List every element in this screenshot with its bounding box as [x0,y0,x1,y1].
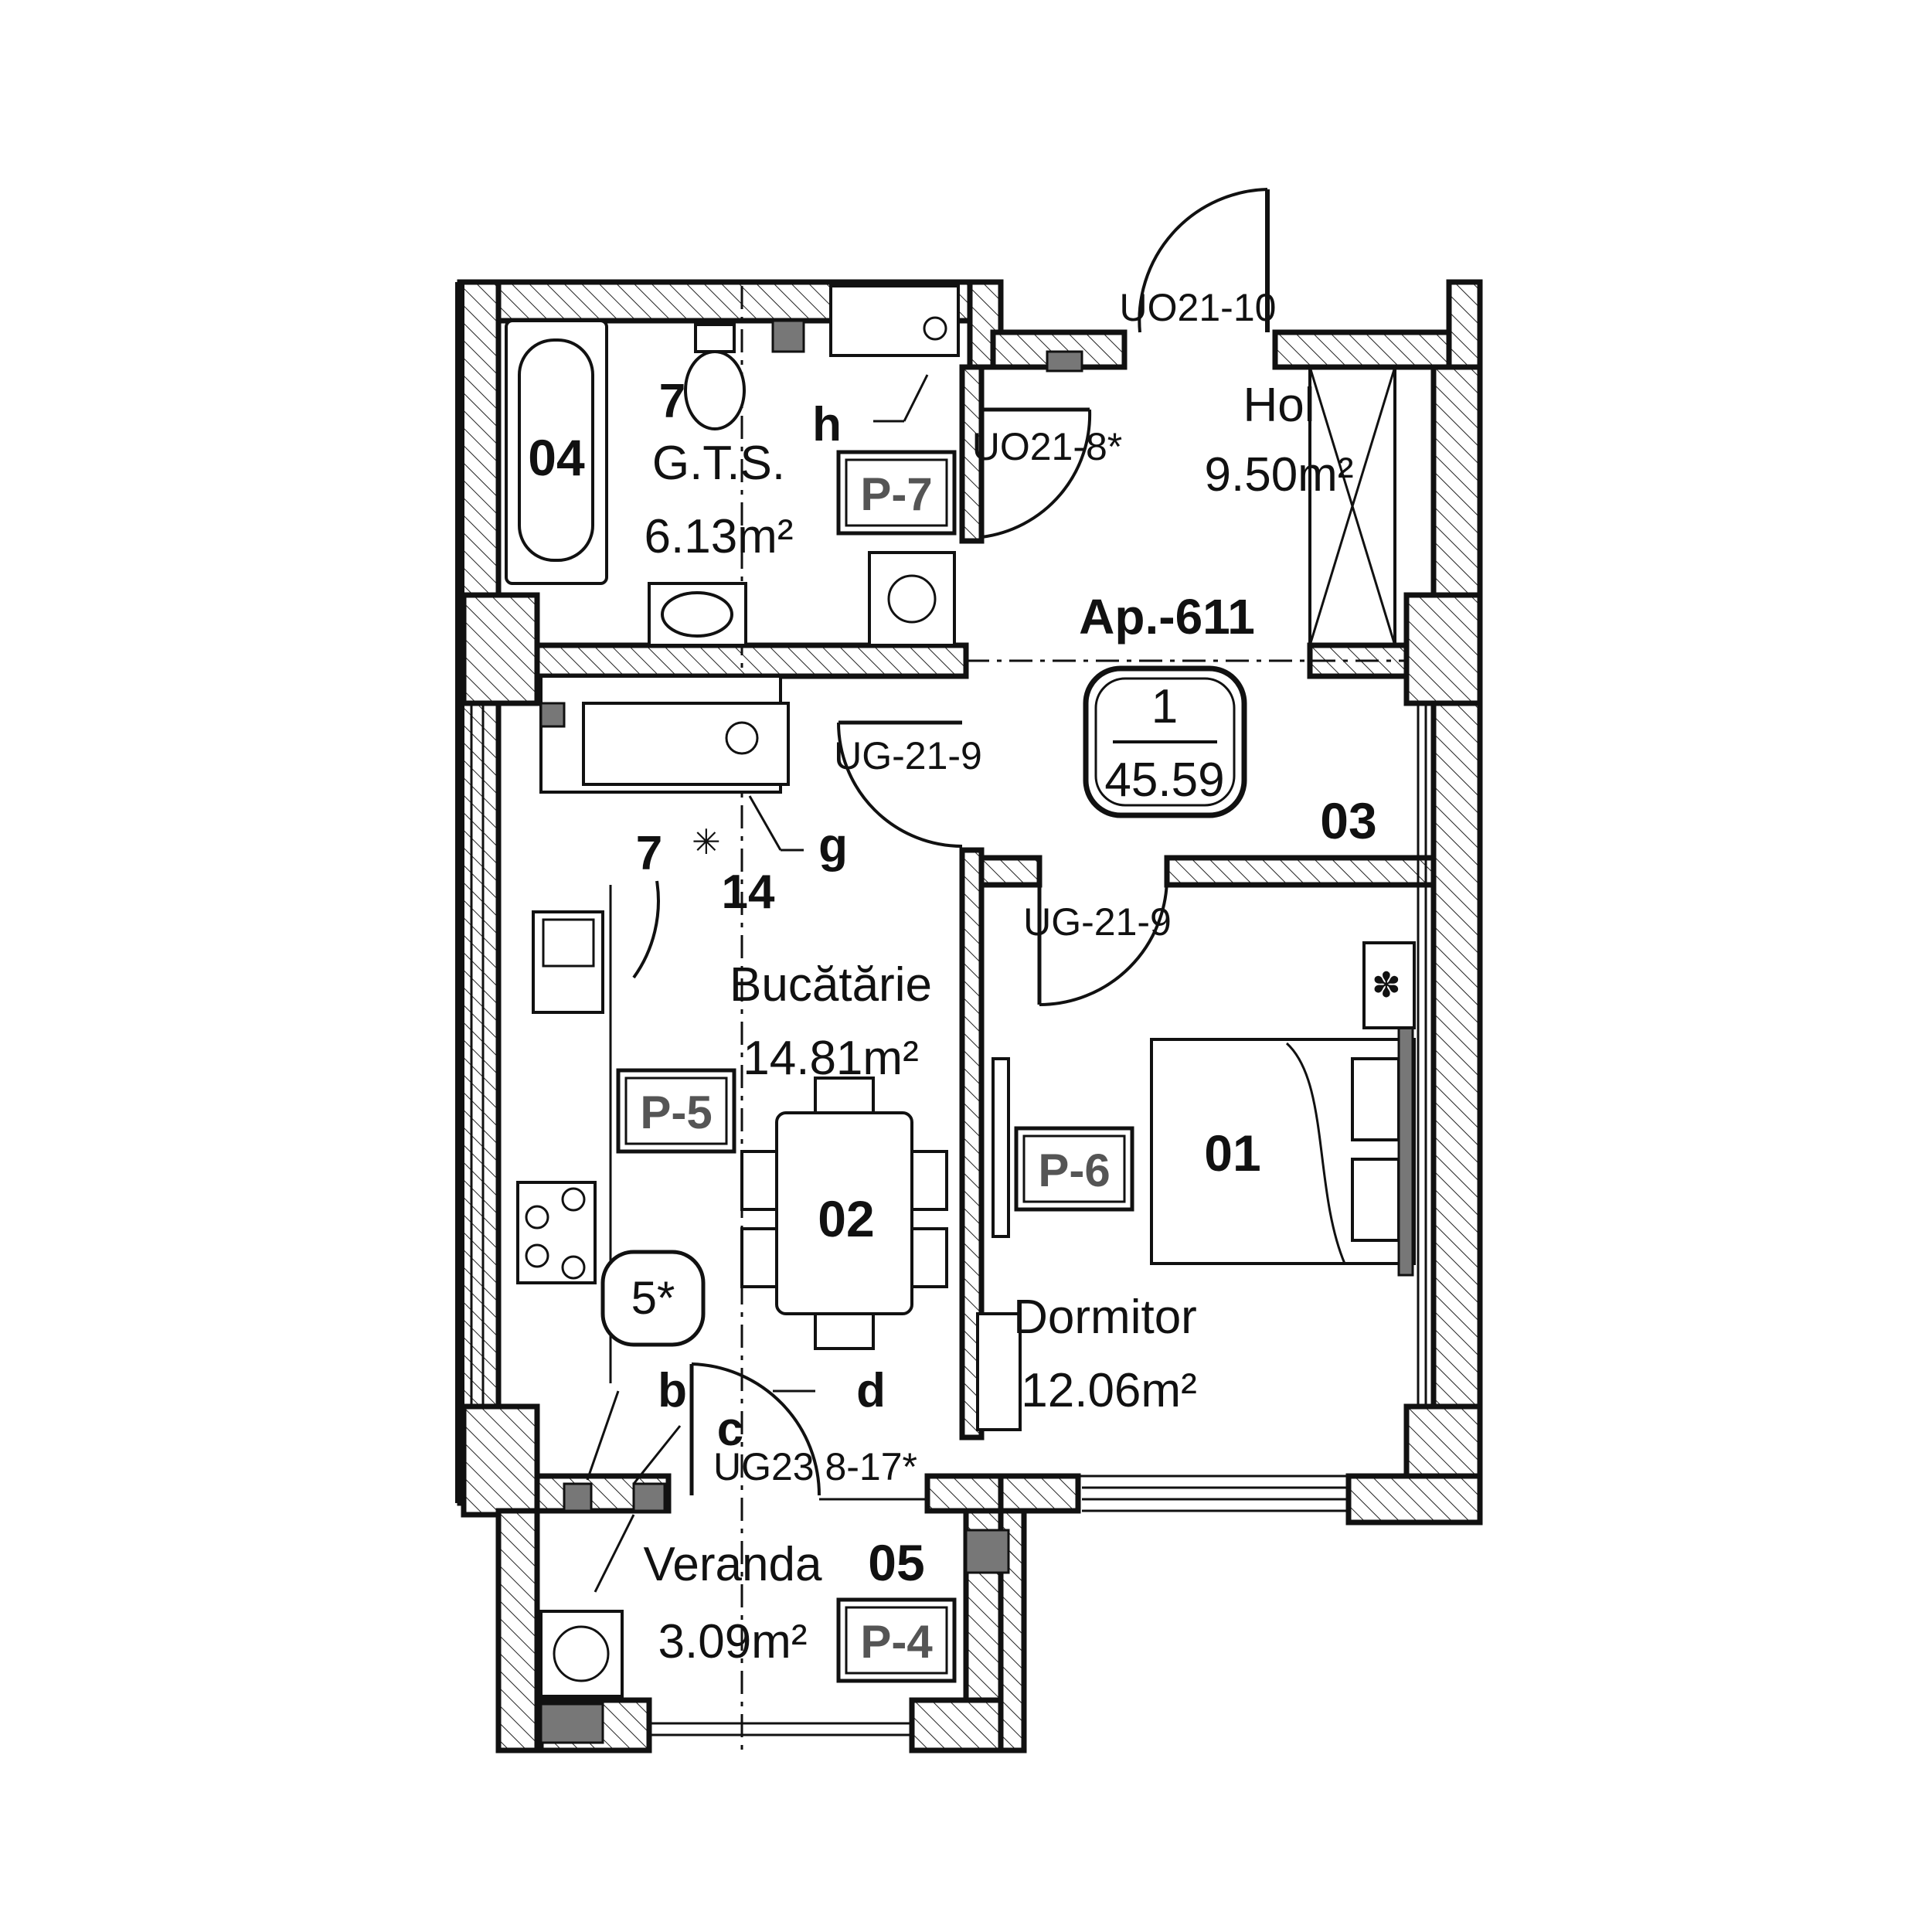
room-name-bucatarie: Bucătărie [730,958,932,1012]
panel-label: P-5 [640,1087,712,1138]
apartment-badge: Ap.-611 1 45.59 [1079,589,1255,818]
kitchen-sink-icon [532,910,604,1014]
room-number-01: 01 [1204,1124,1260,1182]
marker-b: b [658,1364,687,1417]
column [1403,592,1483,706]
walls [455,279,1483,1753]
marker-h: h [812,398,842,451]
circle-mark-label: 5* [631,1272,675,1324]
room-number-04: 04 [528,429,585,486]
door-label-entry: UO21-10 [1120,286,1277,329]
column [461,1403,540,1518]
axis-lines [740,286,1430,1750]
room-labels: 04 G.T.S. 6.13m² Hol 9.50m² 03 Bucătărie… [528,379,1376,1668]
toilet-icon [694,323,736,353]
panel-label: P-4 [860,1616,933,1668]
panel-p7: P-7 [836,450,957,536]
panel-p6: P-6 [1014,1126,1134,1212]
room-area-veranda: 3.09m² [658,1615,808,1668]
room-number-02: 02 [818,1190,874,1247]
markers: 7 h 7 14 ✳ g b c d [586,374,929,1593]
marker-d: d [856,1364,886,1417]
door-label-bedroom: UG-21-9 [1023,900,1172,944]
stove-icon [516,1181,597,1284]
room-area-bucatarie: 14.81m² [743,1032,918,1085]
marker-c: c [717,1403,743,1456]
column [461,592,540,706]
circle-mark: 5* [600,1250,706,1347]
vent-icon: ✳ [692,822,721,862]
room-name-hol: Hol [1243,379,1315,432]
room-count: 1 [1151,680,1178,733]
marker-kitchen-num: 14 [722,866,775,919]
door-label-bathroom: UO21-8* [972,425,1123,468]
total-area: 45.59 [1104,753,1224,807]
room-name-veranda: Veranda [644,1538,823,1591]
marker-g: g [818,819,848,872]
panel-p5: P-5 [616,1068,736,1154]
room-number-03: 03 [1320,792,1376,849]
door-labels: UO21-10 UO21-8* UG-21-9 UG-21-9 UG23 8-1… [713,286,1276,1488]
apartment-title: Ap.-611 [1079,589,1255,645]
svg-text:✽: ✽ [1372,965,1401,1005]
marker-kitchen-fixture: 7 [636,827,662,880]
room-name-dormitor: Dormitor [1013,1291,1197,1344]
panel-label: P-7 [860,468,932,520]
windows [470,703,1427,1736]
washing-machine-icon [868,551,956,647]
room-area-gts: 6.13m² [645,510,794,563]
marker-bath-fixture: 7 [659,375,685,428]
panel-p4: P-4 [836,1597,957,1683]
door-label-kitchen: UG-21-9 [834,734,982,777]
room-name-gts: G.T.S. [652,437,785,490]
room-area-dormitor: 12.06m² [1021,1364,1196,1417]
doors [632,188,1270,1496]
door-label-veranda: UG23 8-17* [713,1445,917,1488]
room-number-05: 05 [868,1534,924,1591]
panels: P-7 P-5 P-6 P-4 [616,450,1134,1683]
fixtures: ✽ [505,284,1416,1744]
room-area-hol: 9.50m² [1205,448,1354,502]
panel-label: P-6 [1038,1145,1110,1196]
